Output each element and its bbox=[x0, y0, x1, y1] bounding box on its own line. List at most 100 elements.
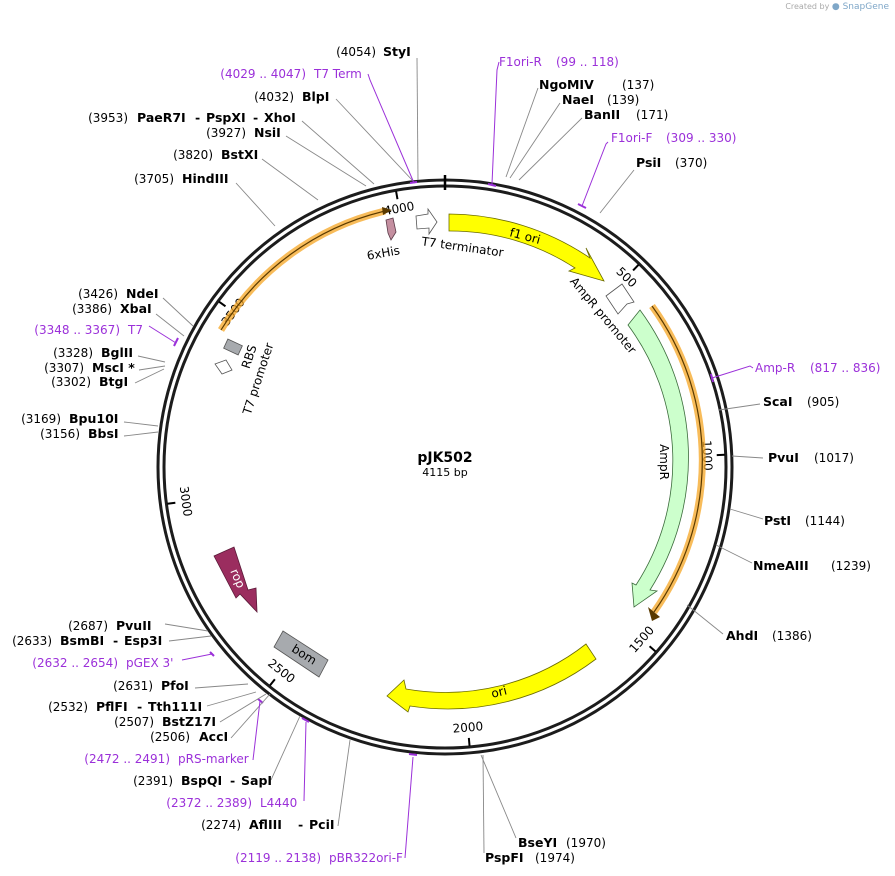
site-pvuii[interactable]: (2687)PvuII bbox=[68, 618, 151, 633]
site-psii[interactable]: PsiI (370) bbox=[636, 155, 707, 170]
tick-mark bbox=[395, 191, 399, 200]
svg-text:(2633): (2633) bbox=[12, 634, 52, 648]
site-bseyi[interactable]: BseYI(1970) bbox=[518, 835, 606, 850]
site-bbsi[interactable]: (3156)BbsI bbox=[40, 426, 118, 441]
site-pfoi[interactable]: (2631)PfoI bbox=[113, 678, 189, 693]
svg-text:(2274): (2274) bbox=[201, 818, 241, 832]
primer-amp-r[interactable]: Amp-R(817 .. 836) bbox=[755, 361, 880, 375]
svg-text:BtgI: BtgI bbox=[99, 374, 128, 389]
site-xbai[interactable]: (3386)XbaI bbox=[72, 301, 152, 316]
site-pspfi[interactable]: PspFI (1974) bbox=[485, 850, 575, 865]
svg-text:ScaI: ScaI bbox=[763, 394, 793, 409]
svg-text:(3307): (3307) bbox=[44, 361, 84, 375]
svg-text:(137): (137) bbox=[622, 78, 654, 92]
svg-text:PspXI: PspXI bbox=[206, 110, 246, 125]
site-bspqi-sapi[interactable]: (2391) BspQI - SapI bbox=[133, 773, 272, 788]
svg-text:(4032): (4032) bbox=[254, 90, 294, 104]
svg-text:PvuII: PvuII bbox=[116, 618, 152, 633]
svg-text:Bpu10I: Bpu10I bbox=[69, 411, 118, 426]
svg-text:NsiI: NsiI bbox=[254, 125, 281, 140]
6xhis-label: 6xHis bbox=[366, 243, 401, 263]
svg-text:-: - bbox=[253, 110, 258, 125]
site-hindiii[interactable]: (3705)HindIII bbox=[134, 171, 228, 186]
site-ndei[interactable]: (3426)NdeI bbox=[78, 286, 158, 301]
right-site-labels: NgoMIV(137) NaeI(139) BanII(171) PsiI (37… bbox=[485, 77, 871, 865]
svg-text:BlpI: BlpI bbox=[302, 89, 329, 104]
site-nsii[interactable]: (3927)NsiI bbox=[206, 125, 281, 140]
svg-text:(3302): (3302) bbox=[51, 375, 91, 389]
site-bsmbi-esp3i[interactable]: (2633) BsmBI - Esp3I bbox=[12, 633, 162, 648]
svg-text:Tth111I: Tth111I bbox=[148, 699, 202, 714]
svg-text:NmeAIII: NmeAIII bbox=[753, 558, 809, 573]
primer-pbr322ori-f[interactable]: (2119 .. 2138)pBR322ori-F bbox=[235, 851, 403, 865]
svg-text:-: - bbox=[230, 773, 235, 788]
site-ahdi[interactable]: AhdI (1386) bbox=[726, 628, 812, 643]
site-psti[interactable]: PstI(1144) bbox=[764, 513, 845, 528]
site-ngomiv[interactable]: NgoMIV(137) bbox=[539, 77, 654, 92]
svg-text:PfoI: PfoI bbox=[161, 678, 189, 693]
svg-text:StyI: StyI bbox=[383, 44, 411, 59]
svg-text:AhdI: AhdI bbox=[726, 628, 758, 643]
site-blpi[interactable]: (4032) BlpI bbox=[254, 89, 329, 104]
svg-text:(1974): (1974) bbox=[535, 851, 575, 865]
plasmid-length: 4115 bp bbox=[422, 466, 467, 479]
site-nmeaiii[interactable]: NmeAIII(1239) bbox=[753, 558, 871, 573]
site-scai[interactable]: ScaI(905) bbox=[763, 394, 839, 409]
site-bstz17i[interactable]: (2507) BstZ17I bbox=[114, 714, 216, 729]
svg-text:(2506): (2506) bbox=[150, 730, 190, 744]
site-bstxi[interactable]: (3820)BstXI bbox=[173, 147, 258, 162]
site-btgi[interactable]: (3302) BtgI bbox=[51, 374, 128, 389]
svg-text:MscI *: MscI * bbox=[92, 360, 135, 375]
primer-f1ori-f[interactable]: F1ori-F(309 .. 330) bbox=[611, 131, 736, 145]
snapgene-logo: ● SnapGene bbox=[831, 2, 889, 12]
primer-t7-term[interactable]: (4029 .. 4047)T7 Term bbox=[220, 67, 362, 81]
primer-t7[interactable]: (3348 .. 3367)T7 bbox=[34, 323, 143, 337]
svg-text:-: - bbox=[298, 817, 303, 832]
svg-text:(2632 .. 2654): (2632 .. 2654) bbox=[32, 656, 118, 670]
svg-text:BstZ17I: BstZ17I bbox=[162, 714, 216, 729]
svg-text:-: - bbox=[113, 633, 118, 648]
primer-l4440[interactable]: (2372 .. 2389)L4440 bbox=[166, 796, 297, 810]
svg-text:(370): (370) bbox=[675, 156, 707, 170]
primer-f1ori-r[interactable]: F1ori-R(99 .. 118) bbox=[499, 55, 619, 69]
svg-text:AccI: AccI bbox=[199, 729, 228, 744]
svg-text:PsiI: PsiI bbox=[636, 155, 661, 170]
svg-text:pGEX 3': pGEX 3' bbox=[126, 656, 173, 670]
feature-ori[interactable]: ori bbox=[386, 643, 597, 713]
svg-text:(817 .. 836): (817 .. 836) bbox=[810, 361, 880, 375]
plasmid-name: pJK502 bbox=[417, 450, 472, 466]
feature-rop[interactable]: rop bbox=[213, 546, 258, 614]
site-paer7i-pspxi-xhoi[interactable]: (3953) PaeR7I - PspXI - XhoI bbox=[88, 110, 296, 125]
svg-text:XhoI: XhoI bbox=[264, 110, 296, 125]
feature-ampr-orange-arc bbox=[648, 303, 706, 621]
tick-label: 4000 bbox=[383, 199, 416, 218]
site-afliii-pcii[interactable]: (2274) AflIII - PciI bbox=[201, 817, 334, 832]
site-bpu10i[interactable]: (3169)Bpu10I bbox=[21, 411, 118, 426]
svg-text:(1970): (1970) bbox=[566, 836, 606, 850]
svg-text:-: - bbox=[195, 110, 200, 125]
tick-mark bbox=[218, 300, 227, 308]
ampr-label: AmpR bbox=[657, 444, 671, 480]
right-primer-lines bbox=[491, 61, 754, 379]
feature-ampr[interactable]: AmpR bbox=[627, 309, 689, 608]
site-acci[interactable]: (2506) AccI bbox=[150, 729, 228, 744]
site-banii[interactable]: BanII(171) bbox=[584, 107, 668, 122]
svg-text:PspFI: PspFI bbox=[485, 850, 524, 865]
feature-6xhis[interactable]: 6xHis bbox=[366, 217, 401, 263]
watermark-brand: SnapGene bbox=[842, 2, 889, 12]
left-primer-labels: (4029 .. 4047)T7 Term (3348 .. 3367)T7 (… bbox=[32, 67, 403, 865]
svg-text:BsmBI: BsmBI bbox=[60, 633, 104, 648]
svg-text:(3820): (3820) bbox=[173, 148, 213, 162]
site-pvui[interactable]: PvuI(1017) bbox=[768, 450, 854, 465]
site-styi[interactable]: (4054) StyI bbox=[336, 44, 411, 59]
svg-text:(1386): (1386) bbox=[772, 629, 812, 643]
primer-pgex-3[interactable]: (2632 .. 2654) pGEX 3' bbox=[32, 656, 173, 670]
site-bglii[interactable]: (3328)BglII bbox=[53, 345, 133, 360]
svg-text:(2507): (2507) bbox=[114, 715, 154, 729]
svg-text:(4054): (4054) bbox=[336, 45, 376, 59]
primer-prs-marker[interactable]: (2472 .. 2491)pRS-marker bbox=[84, 752, 248, 766]
svg-text:NdeI: NdeI bbox=[126, 286, 159, 301]
site-naei[interactable]: NaeI(139) bbox=[562, 92, 639, 107]
site-msci[interactable]: (3307) MscI * bbox=[44, 360, 135, 375]
site-pflfi-tth111i[interactable]: (2532) PflFI - Tth111I bbox=[48, 699, 202, 714]
